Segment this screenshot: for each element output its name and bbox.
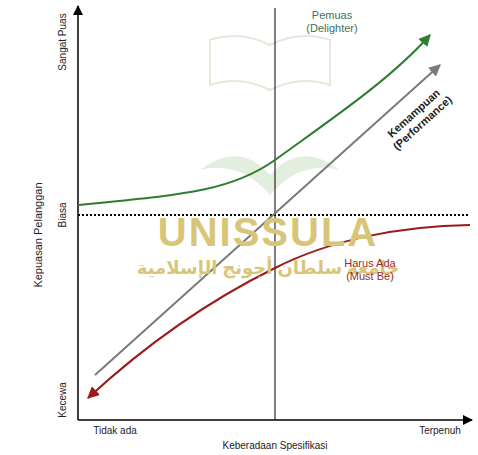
axis-tick: Tidak ada: [93, 425, 137, 437]
delighter-curve: [78, 35, 430, 205]
curve-label: Pemuas (Delighter): [297, 9, 367, 34]
y-axis: [77, 6, 79, 420]
axis-tick: Terpenuh: [419, 425, 461, 437]
watermark: UNISSULA: [158, 209, 378, 255]
performance-line: [95, 65, 440, 375]
axis-title: Kepuasan Pelanggan: [32, 182, 45, 287]
axis-tick: Biasa: [57, 202, 69, 227]
watermark-emblem: [200, 36, 340, 195]
axis-title: Keberadaan Spesifikasi: [222, 440, 327, 452]
axis-tick: Sangat Puas: [57, 13, 69, 70]
axis-tick: Kecewa: [57, 382, 69, 418]
curve-label: Harus Ada (Must Be): [334, 257, 406, 282]
curve-label: Kemampuan (Performance): [376, 78, 460, 157]
